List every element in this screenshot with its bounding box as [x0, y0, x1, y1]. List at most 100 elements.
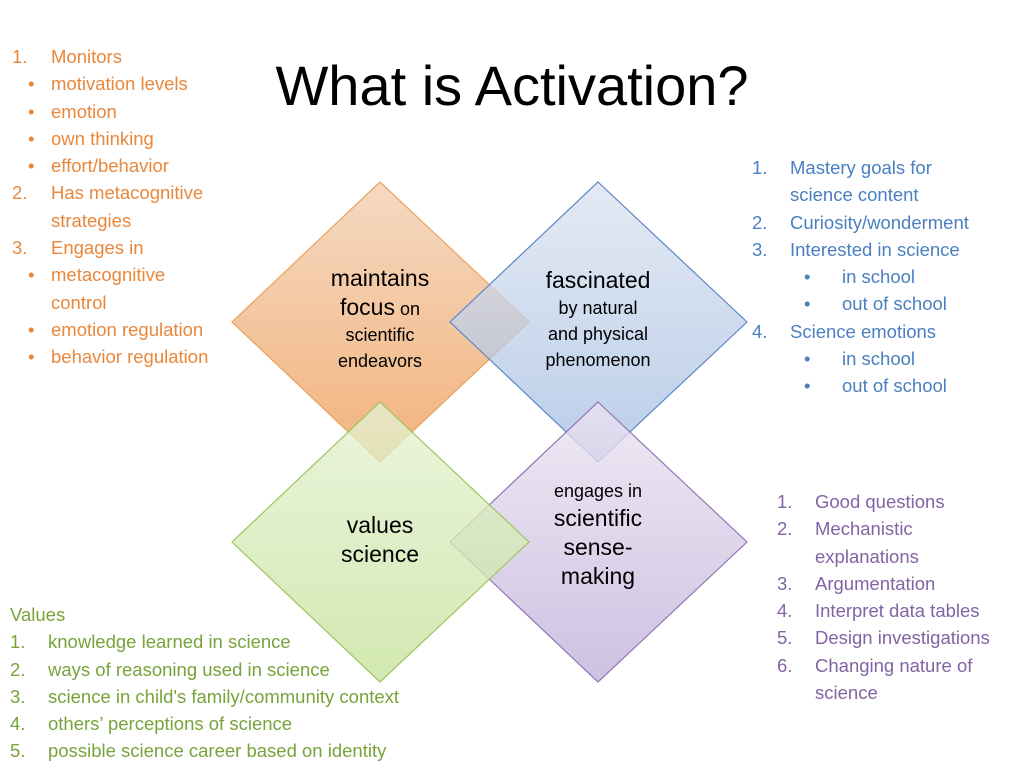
list-item: 3.Engages in [12, 234, 252, 261]
list-text: own thinking [51, 127, 154, 149]
list-marker: 6. [777, 654, 793, 676]
list-item: 5. Design investigations [777, 624, 1022, 651]
list-marker: 1. [12, 46, 28, 67]
list-text: science in child's family/community cont… [48, 685, 400, 707]
sense-line4: making [560, 563, 636, 589]
list-text: control [51, 291, 107, 313]
bullet-icon: • [28, 73, 35, 95]
list-marker: 4. [752, 320, 768, 342]
list-item: 1. Good questions [777, 488, 1022, 515]
values-diamond-label: values science [310, 511, 450, 569]
list-text: Monitors [51, 46, 122, 67]
list-marker: 3. [752, 238, 768, 260]
list-text: Interpret data tables [815, 600, 980, 622]
bullet-icon: • [28, 264, 35, 286]
list-text: Good questions [815, 491, 945, 512]
bullet-icon: • [804, 293, 811, 315]
list-item: science content [752, 181, 1017, 208]
list-marker: 2. [777, 518, 793, 540]
list-text: knowledge learned in science [48, 631, 291, 653]
list-marker: 2. [752, 211, 768, 233]
focus-line3: scientific [345, 325, 415, 345]
list-item: explanations [777, 543, 1022, 570]
values-diamond [231, 401, 530, 683]
list-marker: 1. [10, 631, 26, 653]
bullet-icon: • [28, 318, 35, 340]
list-marker: 3. [12, 237, 28, 259]
list-text: behavior regulation [51, 346, 209, 368]
list-text: explanations [815, 545, 919, 567]
fascinated-line2: by natural [558, 298, 638, 318]
list-text: others’ perceptions of science [48, 713, 293, 735]
list-text: strategies [51, 209, 132, 231]
fascinated-diamond-label: fascinated by natural and physical pheno… [518, 266, 678, 373]
sense-making-diamond [449, 401, 748, 683]
values-heading: Values [10, 604, 66, 625]
list-item: 3.Argumentation [777, 570, 1022, 597]
bullet-icon: • [804, 348, 811, 370]
list-text: motivation levels [51, 73, 188, 95]
focus-line1: maintains [330, 265, 430, 291]
list-marker: 2. [12, 182, 28, 204]
list-item: 2. Mechanistic [777, 515, 1022, 542]
list-item: 4. others’ perceptions of science [10, 710, 480, 737]
list-item: 3. Interested in science [752, 236, 1017, 263]
list-marker: 1. [777, 491, 793, 512]
focus-diamond-label: maintains focus on scientific endeavors [305, 264, 455, 374]
monitoring-list: 1. Monitors • motivation levels • emotion •… [12, 43, 252, 371]
list-marker: 3. [10, 685, 26, 707]
list-item: 1. Monitors [12, 43, 252, 70]
list-marker: 2. [10, 658, 26, 680]
fascinated-line1: fascinated [545, 267, 651, 293]
list-marker: 4. [777, 600, 793, 622]
list-text: metacognitive [51, 264, 166, 286]
sense-making-list: 1. Good questions 2. Mechanistic explanati… [777, 488, 1022, 706]
list-text: Science emotions [790, 320, 937, 342]
list-item: 5.possible science career based on ident… [10, 737, 480, 764]
bullet-icon: • [804, 375, 811, 397]
list-text: Design investigations [815, 627, 990, 649]
list-text: science content [790, 184, 919, 206]
fascinated-line3: and physical [547, 324, 649, 344]
sense-line3: sense- [563, 534, 633, 560]
bullet-icon: • [28, 127, 35, 149]
list-marker: 4. [10, 713, 26, 735]
list-text: in school [842, 266, 916, 288]
sense-line1: engages in [553, 481, 643, 501]
list-item: • emotion [12, 98, 252, 125]
list-item: • out of school [752, 290, 1017, 317]
list-item: 2.ways of reasoning used in science [10, 656, 480, 683]
bullet-icon: • [804, 266, 811, 288]
bullet-icon: • [28, 100, 35, 122]
list-text: Has metacognitive [51, 182, 204, 204]
list-text: Mechanistic [815, 518, 913, 540]
list-item: • effort/behavior [12, 152, 252, 179]
list-item: • behavior regulation [12, 343, 252, 370]
list-item: •emotion regulation [12, 316, 252, 343]
list-text: effort/behavior [51, 155, 169, 177]
list-item: 1. knowledge learned in science [10, 628, 480, 655]
list-marker: 1. [752, 157, 768, 178]
list-item: 3. science in child's family/community co… [10, 683, 480, 710]
sense-line2: scientific [553, 505, 643, 531]
list-marker: 5. [777, 627, 793, 649]
sense-making-diamond-label: engages in scientific sense- making [523, 478, 673, 591]
bullet-icon: • [28, 155, 35, 177]
list-item: control [12, 289, 252, 316]
list-text: emotion [51, 100, 117, 122]
list-item: • motivation levels [12, 70, 252, 97]
bullet-icon: • [28, 346, 35, 368]
list-text: in school [842, 348, 916, 370]
list-text: out of school [842, 293, 947, 315]
list-text: science [815, 682, 878, 704]
list-text: Interested in science [790, 238, 960, 260]
list-item: 4. Science emotions [752, 318, 1017, 345]
list-item: science [777, 679, 1022, 706]
slide-title: What is Activation? [275, 54, 749, 117]
values-line2: science [341, 541, 419, 567]
list-item: • own thinking [12, 125, 252, 152]
list-item: 1.Mastery goals for [752, 154, 1017, 181]
list-text: out of school [842, 375, 947, 397]
fascination-list: 1.Mastery goals for science content 2.Cu… [752, 154, 1017, 400]
